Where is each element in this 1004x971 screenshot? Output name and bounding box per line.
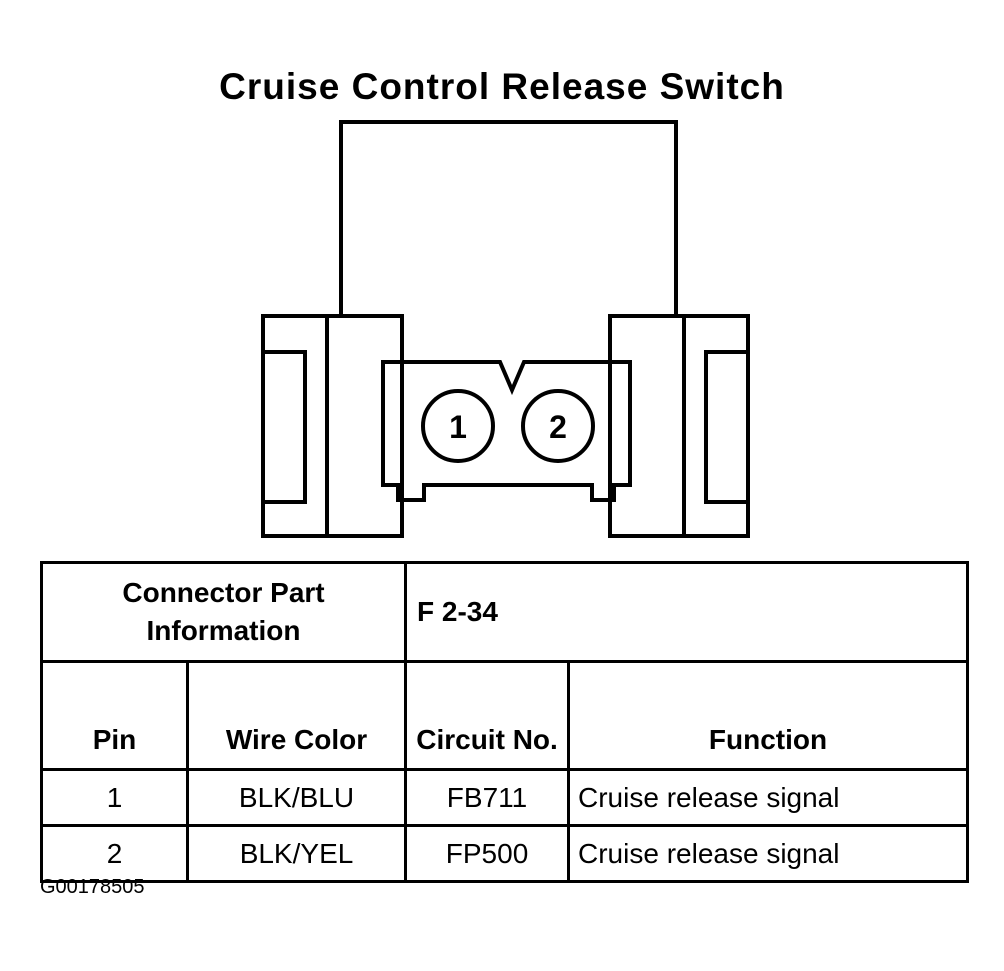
pin-1-circle <box>421 389 495 463</box>
table-row: 1 BLK/BLU FB711 Cruise release signal <box>40 768 970 827</box>
pin-2-circle <box>521 389 595 463</box>
pin-cell: 1 <box>40 768 189 827</box>
part-info-label: Connector Part Information <box>39 561 408 663</box>
function-cell: Cruise release signal <box>567 824 970 883</box>
header-function: Function <box>567 660 970 771</box>
table-row: 2 BLK/YEL FP500 Cruise release signal <box>40 824 970 883</box>
part-info-row: Connector Part Information F 2-34 <box>39 561 970 663</box>
header-wire-color: Wire Color <box>185 660 408 771</box>
connector-pin-face <box>381 360 632 502</box>
pin-2-label: 2 <box>549 409 567 445</box>
figure-id: G00178505 <box>40 876 145 898</box>
wire-color-cell: BLK/YEL <box>185 824 408 883</box>
connector-right-latch <box>704 350 750 504</box>
connector-left-latch <box>261 350 307 504</box>
part-number: F 2-34 <box>404 561 970 663</box>
header-row: Pin Wire Color Circuit No. Function <box>40 660 970 771</box>
circuit-no-cell: FP500 <box>404 824 571 883</box>
connector-drawing: 1 2 <box>261 120 750 538</box>
header-circuit-no: Circuit No. <box>404 660 571 771</box>
header-pin: Pin <box>40 660 189 771</box>
function-cell: Cruise release signal <box>567 768 970 827</box>
pin-2-marker: 2 <box>521 389 595 463</box>
circuit-no-cell: FB711 <box>404 768 571 827</box>
connector-harness-outline <box>339 120 678 316</box>
connector-pinout-table: Connector Part Information F 2-34 Pin Wi… <box>39 561 970 883</box>
wire-color-cell: BLK/BLU <box>185 768 408 827</box>
diagram-title: Cruise Control Release Switch <box>219 66 785 107</box>
pin-cell: 2 <box>40 824 189 883</box>
pin-1-label: 1 <box>449 409 467 445</box>
pin-1-marker: 1 <box>421 389 495 463</box>
